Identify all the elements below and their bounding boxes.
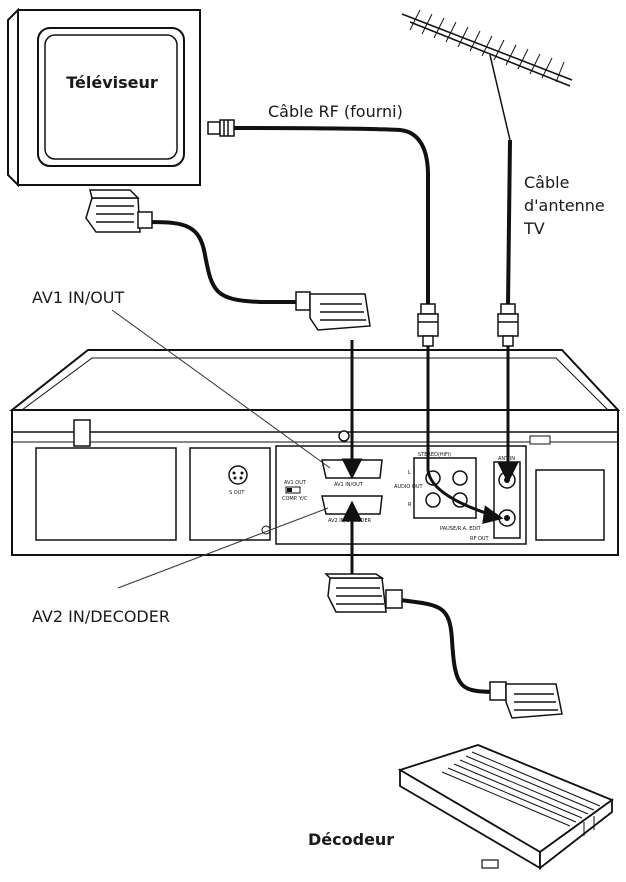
stereo-label: STEREO(HiFi) — [418, 452, 451, 458]
television: Téléviseur — [7, 7, 201, 188]
scart-plug-decoder — [489, 681, 563, 719]
comp-yc-label: COMP. Y/C — [282, 496, 308, 502]
av1-out-label: AV1 OUT — [284, 480, 307, 486]
av2-label: AV2 IN/DECODER — [32, 607, 170, 626]
scart-plug-tv — [85, 189, 153, 233]
audio-out-label: AUDIO OUT — [394, 484, 424, 490]
decoder-box — [397, 744, 614, 870]
leader-lines — [111, 309, 331, 589]
rf-plug-vcr-end — [417, 303, 439, 347]
connection-arrows — [341, 340, 519, 580]
tv-label: Téléviseur — [66, 73, 158, 92]
audio-r-label: R — [408, 502, 412, 508]
scart-plug-av2 — [324, 573, 403, 613]
av1-port-label: AV1 IN/OUT — [334, 482, 364, 488]
s-out-label: S OUT — [229, 490, 245, 496]
antenna-cable — [506, 139, 512, 306]
scart-cable-av2-to-decoder — [399, 598, 501, 694]
rf-cable-label: Câble RF (fourni) — [268, 102, 403, 121]
decoder-label: Décodeur — [308, 830, 394, 849]
antenna-cable-label-line3: TV — [523, 219, 545, 238]
rf-cable — [231, 126, 430, 305]
scart-plug-av1 — [295, 291, 371, 331]
antenna-cable-label-line1: Câble — [524, 173, 569, 192]
vcr: S OUT AV1 OUT COMP. Y/C AV1 IN/OUT AV2 I… — [9, 349, 621, 556]
av1-label: AV1 IN/OUT — [32, 288, 125, 307]
rf-out-label: RF OUT — [470, 536, 490, 542]
rf-plug-tv-end — [207, 119, 235, 137]
audio-l-label: L — [408, 470, 411, 476]
pause-label: PAUSE/R.A. EDIT — [440, 526, 482, 532]
antenna-cable-label-line2: d'antenne — [524, 196, 605, 215]
antenna-plug — [497, 303, 519, 347]
scart-cable-tv-to-av1 — [149, 220, 300, 304]
tv-antenna — [401, 9, 573, 141]
